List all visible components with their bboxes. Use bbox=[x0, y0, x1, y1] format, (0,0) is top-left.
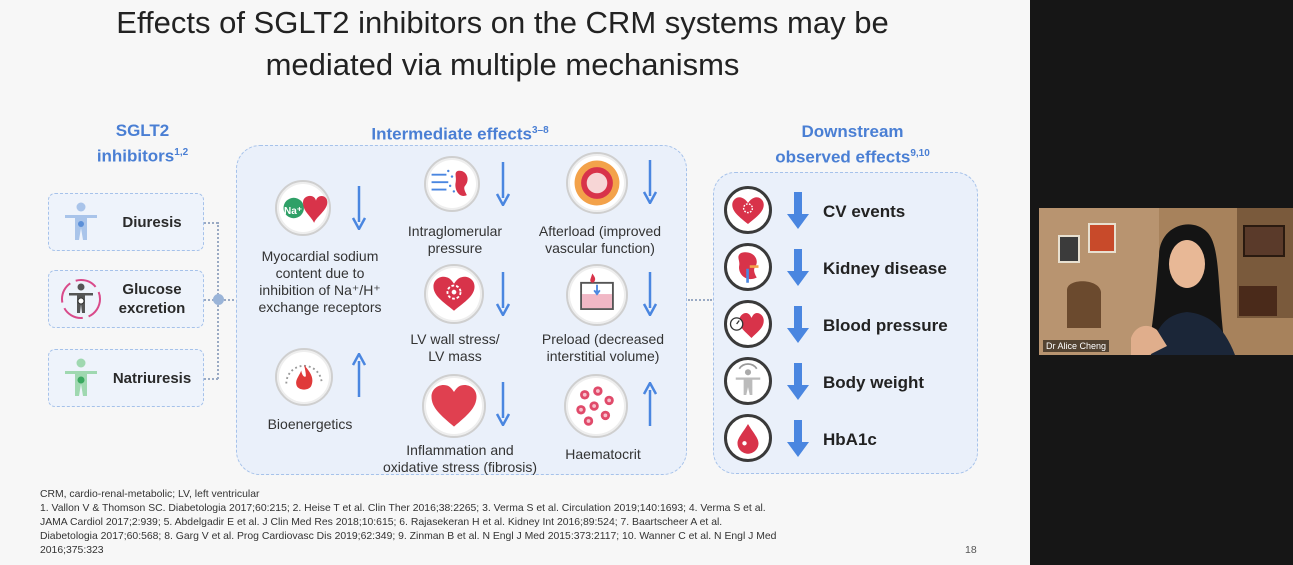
body-scale-icon bbox=[724, 357, 772, 405]
red-blood-cells-icon bbox=[564, 374, 628, 438]
vessel-icon bbox=[566, 152, 628, 214]
downstream-body-weight: Body weight bbox=[823, 373, 925, 392]
arrow-down-bold-icon bbox=[787, 420, 809, 457]
slide-title: Effects of SGLT2 inhibitors on the CRM s… bbox=[116, 5, 889, 82]
heart-gear-icon bbox=[724, 186, 772, 234]
arrow-up-thin-icon bbox=[643, 382, 657, 426]
heart-sodium-icon bbox=[275, 180, 331, 236]
arrow-up-thin-icon bbox=[352, 353, 366, 397]
arrow-down-bold-icon bbox=[787, 192, 809, 229]
arrow-down-thin-icon bbox=[496, 382, 510, 426]
inhibitor-box-natriuresis: Natriuresis bbox=[48, 349, 204, 407]
heart-icon bbox=[422, 374, 486, 438]
effect-myocardial-sodium: Myocardial sodium content due to inhibit… bbox=[258, 248, 382, 315]
effect-bioenergetics: Bioenergetics bbox=[267, 416, 353, 432]
arrow-down-thin-icon bbox=[496, 162, 510, 206]
effect-haematocrit: Haematocrit bbox=[565, 446, 641, 462]
inhibitor-box-glucose-excretion: Glucose excretion bbox=[48, 270, 204, 328]
arrow-down-bold-icon bbox=[787, 363, 809, 400]
body-figure-icon bbox=[65, 202, 97, 240]
arrow-down-thin-icon bbox=[643, 160, 657, 204]
downstream-hba1c: HbA1c bbox=[823, 430, 877, 449]
arrow-down-bold-icon bbox=[787, 306, 809, 343]
participant-video-tile[interactable]: Dr Alice Cheng bbox=[1039, 208, 1293, 355]
effect-inflammation: Inflammation and oxidative stress (fibro… bbox=[382, 442, 538, 475]
connector-line bbox=[688, 299, 712, 301]
downstream-kidney-disease: Kidney disease bbox=[823, 259, 947, 278]
arrow-down-thin-icon bbox=[643, 272, 657, 316]
participant-name-label: Dr Alice Cheng bbox=[1043, 340, 1110, 352]
arrow-down-thin-icon bbox=[496, 272, 510, 316]
effect-afterload: Afterload (improved vascular function) bbox=[538, 223, 662, 256]
heart-gear-icon bbox=[424, 264, 484, 324]
arrow-down-bold-icon bbox=[787, 249, 809, 286]
kidney-icon bbox=[724, 243, 772, 291]
arrow-down-thin-icon bbox=[352, 186, 366, 230]
beaker-drop-icon bbox=[566, 264, 628, 326]
heart-bp-icon bbox=[724, 300, 772, 348]
presentation-slide: Effects of SGLT2 inhibitors on the CRM s… bbox=[0, 0, 1030, 565]
effect-preload: Preload (decreased interstitial volume) bbox=[541, 331, 665, 364]
column-header-intermediate: Intermediate effects3–8 bbox=[371, 124, 549, 144]
sodium-badge: Na⁺ bbox=[284, 206, 303, 217]
flame-gauge-icon bbox=[275, 348, 333, 406]
connector-line bbox=[204, 378, 218, 380]
column-header-downstream: Downstream observed effects9,10 bbox=[775, 122, 930, 167]
inhibitor-box-diuresis: Diuresis bbox=[48, 193, 204, 251]
body-cycle-icon bbox=[61, 279, 101, 319]
connector-node bbox=[213, 294, 224, 305]
downstream-blood-pressure: Blood pressure bbox=[823, 316, 948, 335]
kidney-pressure-icon bbox=[424, 156, 480, 212]
connector-line bbox=[204, 222, 218, 224]
blood-drop-icon bbox=[724, 414, 772, 462]
downstream-cv-events: CV events bbox=[823, 202, 906, 221]
video-frame-image bbox=[1039, 208, 1293, 355]
effect-lv-wall-stress: LV wall stress/ LV mass bbox=[410, 331, 500, 364]
slide-footnotes: CRM, cardio-renal-metabolic; LV, left ve… bbox=[40, 489, 777, 556]
page-number: 18 bbox=[965, 544, 977, 556]
column-header-inhibitors: SGLT2 inhibitors1,2 bbox=[96, 121, 189, 166]
body-green-icon bbox=[65, 358, 97, 396]
effect-intraglomerular-pressure: Intraglomerular pressure bbox=[407, 223, 503, 256]
